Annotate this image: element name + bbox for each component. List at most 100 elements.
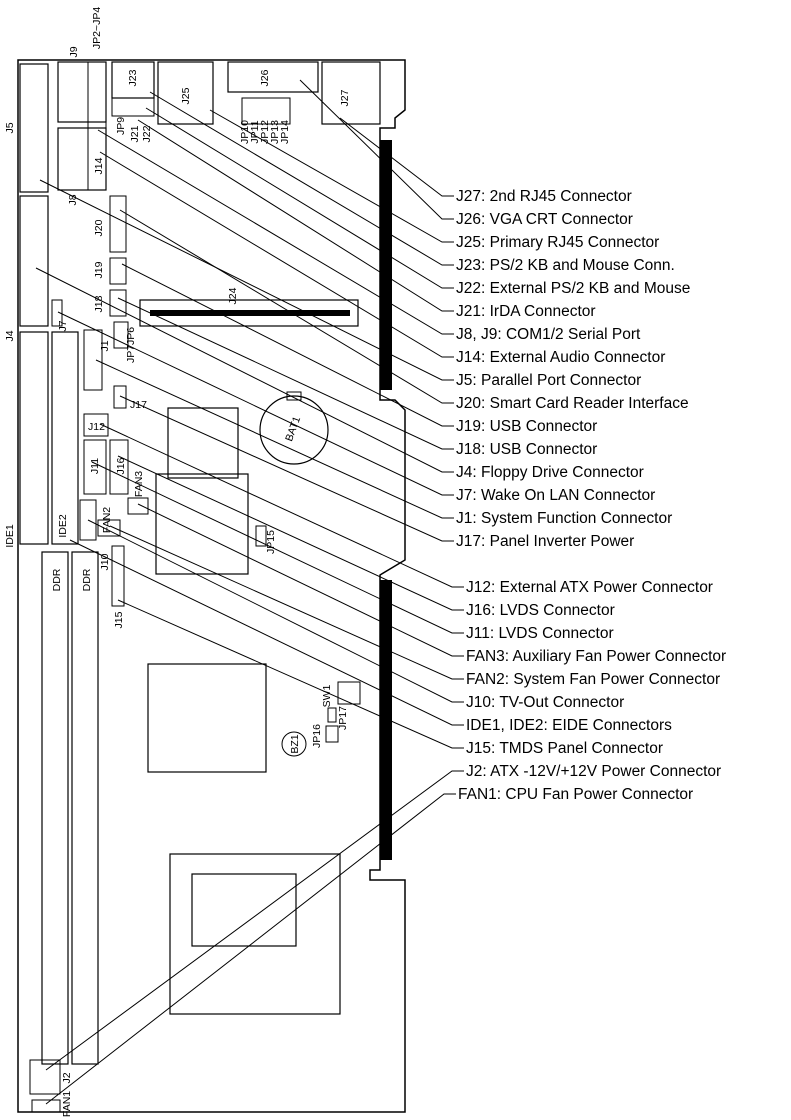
leader-line-13 bbox=[57, 311, 454, 496]
chip-upper bbox=[167, 407, 239, 479]
leader-line-11 bbox=[117, 297, 454, 450]
label-j12: J12 bbox=[88, 421, 105, 433]
j2-header bbox=[29, 1059, 61, 1095]
callout-10: J19: USB Connector bbox=[456, 418, 597, 435]
callout-18: J11: LVDS Connector bbox=[466, 625, 614, 642]
callout-8: J5: Parallel Port Connector bbox=[456, 372, 641, 389]
label-j16: J16 bbox=[115, 457, 127, 474]
leader-line-10 bbox=[121, 263, 454, 427]
label-j22: J22 bbox=[141, 125, 153, 142]
label-j20: J20 bbox=[93, 219, 105, 236]
j1-header bbox=[83, 329, 103, 391]
j11-connector bbox=[83, 439, 107, 495]
sw1-switch bbox=[337, 681, 361, 705]
label-jp17: JP17 bbox=[337, 706, 349, 730]
j25-connector bbox=[157, 61, 214, 125]
callout-11: J18: USB Connector bbox=[456, 441, 597, 458]
j7-header bbox=[51, 299, 63, 327]
callout-12: J4: Floppy Drive Connector bbox=[456, 464, 644, 481]
j5-connector bbox=[19, 63, 49, 193]
leader-line-14 bbox=[95, 359, 454, 519]
label-ddr-1: DDR bbox=[51, 568, 63, 591]
edge-fingers-upper bbox=[380, 140, 392, 390]
label-jp10: JP10 bbox=[239, 120, 251, 144]
label-jp14: JP14 bbox=[279, 120, 291, 144]
label-j14: J14 bbox=[93, 157, 105, 174]
chip-middle bbox=[155, 473, 249, 575]
label-j5: J5 bbox=[4, 122, 16, 133]
label-sw1: SW1 bbox=[321, 684, 333, 707]
label-jp16: JP16 bbox=[311, 724, 323, 748]
callout-20: FAN2: System Fan Power Connector bbox=[466, 671, 720, 688]
j24-pins bbox=[150, 310, 350, 316]
leader-line-1 bbox=[299, 79, 454, 220]
label-jp15: JP15 bbox=[265, 530, 277, 554]
label-j24: J24 bbox=[227, 287, 239, 304]
leader-line-8 bbox=[39, 179, 454, 381]
leader-line-5 bbox=[137, 119, 454, 312]
cpu-socket bbox=[169, 853, 341, 1015]
ddr-slot-2 bbox=[71, 551, 99, 1065]
cpu-die bbox=[191, 873, 297, 947]
edge-fingers-lower bbox=[380, 580, 392, 860]
ide1-connector bbox=[19, 331, 49, 545]
fan2-header bbox=[97, 519, 121, 537]
board-outline bbox=[17, 59, 406, 1113]
callout-13: J7: Wake On LAN Connector bbox=[456, 487, 655, 504]
j17-header bbox=[113, 385, 127, 409]
ddr-slot-1 bbox=[41, 551, 69, 1065]
label-jp13: JP13 bbox=[269, 120, 281, 144]
jp6-header bbox=[113, 321, 129, 349]
bat1-clip bbox=[286, 391, 302, 401]
label-jp6: JP6 bbox=[125, 327, 137, 345]
label-ide1: IDE1 bbox=[4, 524, 16, 548]
callout-14: J1: System Function Connector bbox=[456, 510, 672, 527]
leader-line-15 bbox=[119, 395, 454, 542]
callout-19: FAN3: Auxiliary Fan Power Connector bbox=[466, 648, 726, 665]
label-j21: J21 bbox=[129, 125, 141, 142]
jp17-jumper bbox=[327, 707, 337, 723]
leader-line-23 bbox=[117, 599, 464, 749]
callout-16: J12: External ATX Power Connector bbox=[466, 579, 713, 596]
label-j10: J10 bbox=[99, 553, 111, 570]
callout-23: J15: TMDS Panel Connector bbox=[466, 740, 663, 757]
jp15-jumper bbox=[255, 525, 267, 547]
j9-connector bbox=[57, 61, 107, 123]
j18-header bbox=[109, 289, 127, 317]
label-jp7: JP7 bbox=[125, 345, 137, 363]
label-j23: J23 bbox=[127, 69, 139, 86]
leader-line-2 bbox=[209, 109, 454, 243]
leader-line-7 bbox=[99, 151, 454, 358]
label-j7: J7 bbox=[57, 320, 69, 331]
leader-line-21 bbox=[87, 519, 464, 703]
j4-connector bbox=[19, 195, 49, 327]
callout-1: J26: VGA CRT Connector bbox=[456, 211, 633, 228]
callout-17: J16: LVDS Connector bbox=[466, 602, 615, 619]
label-j2: J2 bbox=[61, 1072, 73, 1083]
fan1-header bbox=[31, 1099, 61, 1113]
label-ddr-2: DDR bbox=[81, 568, 93, 591]
leader-lines bbox=[35, 79, 464, 1105]
label-jp9: JP9 bbox=[115, 117, 127, 135]
label-j15: J15 bbox=[113, 611, 125, 628]
label-j11: J11 bbox=[89, 458, 101, 474]
label-ide2: IDE2 bbox=[57, 514, 69, 538]
leader-line-19 bbox=[137, 503, 464, 657]
callout-2: J25: Primary RJ45 Connector bbox=[456, 234, 659, 251]
label-j27: J27 bbox=[339, 89, 351, 106]
leader-line-3 bbox=[149, 91, 454, 266]
callout-5: J21: IrDA Connector bbox=[456, 303, 596, 320]
j10-header bbox=[79, 499, 97, 541]
j26-connector bbox=[227, 61, 319, 93]
fan3-header bbox=[127, 497, 149, 515]
jp2-jp4-jumpers bbox=[87, 61, 107, 191]
callout-3: J23: PS/2 KB and Mouse Conn. bbox=[456, 257, 675, 274]
leader-line-20 bbox=[109, 525, 464, 680]
j16-connector bbox=[109, 439, 129, 495]
j19-header bbox=[109, 257, 127, 285]
label-j8: J8 bbox=[67, 194, 79, 205]
label-j18: J18 bbox=[93, 295, 105, 312]
leader-line-18 bbox=[91, 461, 464, 634]
leader-line-4 bbox=[145, 107, 454, 289]
